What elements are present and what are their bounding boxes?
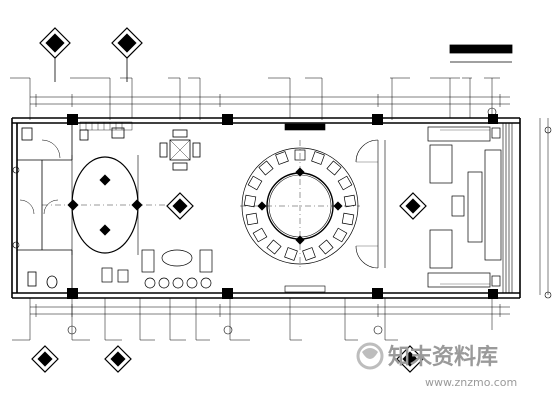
structural-columns [67,114,498,299]
grid-bubbles [12,107,552,335]
section-marker-bottom-3 [396,345,424,373]
dining-chairs [243,149,357,261]
square-game-table [159,129,201,171]
watermark: 知末资料库 www.znzmo.com [356,342,517,389]
door-right-partition [355,139,386,269]
title-block [449,44,513,63]
section-marker-center [166,192,194,220]
right-lounge [427,126,502,288]
column-1 [67,114,78,125]
watermark-logo-icon [356,342,384,370]
door-swing-top [41,139,61,159]
sideboard-top [284,123,326,293]
column-3 [372,114,383,125]
dimension-lines [30,94,549,317]
outer-walls [11,117,521,299]
column-5 [222,288,233,299]
panel-strip-top [79,121,133,131]
column-4 [67,288,78,299]
toilet-bottom [46,275,58,289]
column-7 [488,114,498,124]
window-wall-right [502,123,513,293]
column-8 [488,289,498,299]
section-marker-top-1 [39,27,71,82]
watermark-url: www.znzmo.com [425,376,517,389]
oval-foyer [42,155,168,255]
section-marker-top-2 [111,27,143,82]
watermark-brand: 知末资料库 [388,344,498,370]
section-marker-bottom-1 [31,345,59,373]
section-marker-bottom-2 [104,345,132,373]
fixture-bottom [27,271,37,287]
column-2 [222,114,233,125]
round-dining-table [240,140,360,270]
column-6 [372,288,383,299]
door-swing-mid-2 [43,199,59,215]
door-swing-mid [19,199,35,215]
top-annotations [10,77,500,120]
section-marker-right [399,192,427,220]
lounge-sofa-group [101,249,213,289]
bottom-annotations [12,298,493,341]
toilet-top [21,127,33,141]
